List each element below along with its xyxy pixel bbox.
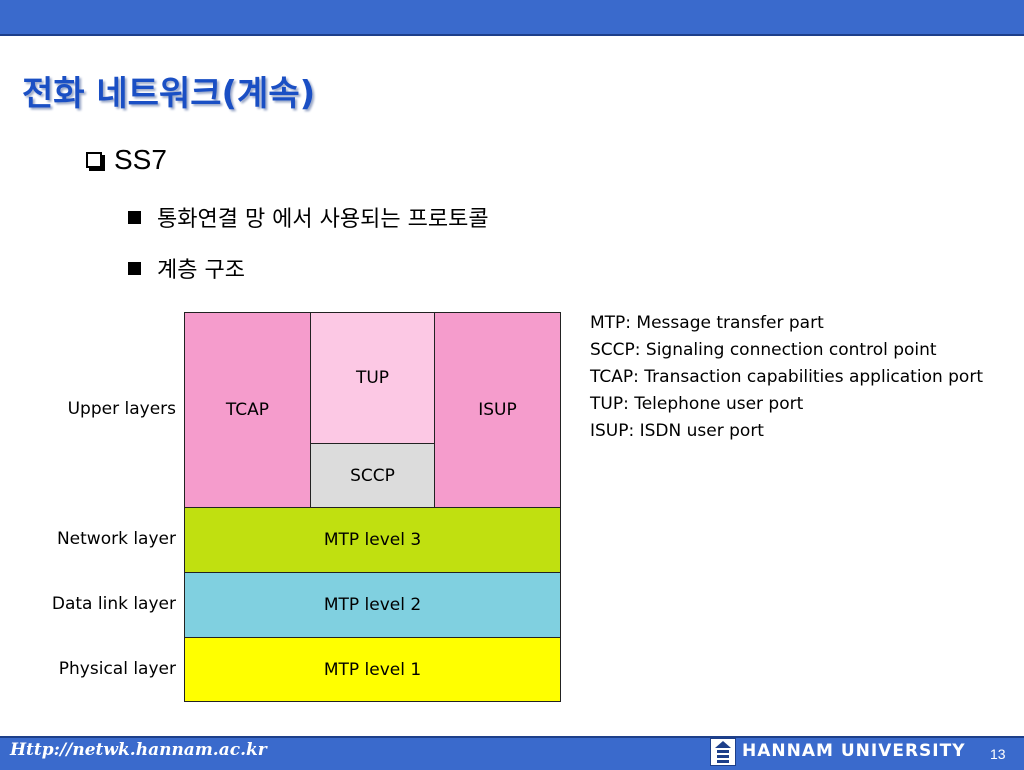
footer-url: Http://netwk.hannam.ac.kr (10, 740, 267, 760)
university-logo-icon (710, 738, 736, 766)
sub-bullet-text: 통화연결 망 에서 사용되는 프로토콜 (157, 207, 489, 232)
box-sccp: SCCP (310, 443, 435, 508)
legend: MTP: Message transfer part SCCP: Signali… (590, 310, 983, 445)
box-mtp-level-2: MTP level 2 (184, 572, 561, 638)
box-tup: TUP (310, 312, 435, 444)
legend-item: MTP: Message transfer part (590, 313, 824, 333)
box-tcap: TCAP (184, 312, 311, 508)
box-isup: ISUP (434, 312, 561, 508)
sub-bullet-1: 통화연결 망 에서 사용되는 프로토콜 (128, 202, 489, 232)
legend-item: TUP: Telephone user port (590, 394, 804, 414)
box-mtp-level-1: MTP level 1 (184, 637, 561, 702)
layer-label-physical: Physical layer (58, 659, 176, 679)
box-mtp-level-3: MTP level 3 (184, 507, 561, 573)
bullet-ss7: SS7 (86, 142, 167, 178)
slide-title: 전화 네트워크(계속) (22, 74, 316, 114)
checkbox-bullet-icon (86, 152, 102, 168)
sub-bullet-2: 계층 구조 (128, 253, 245, 283)
bullet-text: SS7 (114, 144, 167, 175)
layer-label-data-link: Data link layer (51, 594, 176, 614)
layer-label-network: Network layer (56, 529, 176, 549)
bottom-bar (0, 736, 1024, 770)
legend-item: TCAP: Transaction capabilities applicati… (590, 367, 983, 387)
legend-item: SCCP: Signaling connection control point (590, 340, 937, 360)
footer-university: HANNAM UNIVERSITY (742, 741, 966, 761)
sub-bullet-text: 계층 구조 (157, 258, 245, 283)
square-bullet-icon (128, 210, 141, 224)
square-bullet-icon (128, 261, 141, 275)
legend-item: ISUP: ISDN user port (590, 421, 764, 441)
page-number: 13 (990, 746, 1006, 762)
top-bar (0, 0, 1024, 36)
layer-label-upper: Upper layers (67, 399, 176, 419)
